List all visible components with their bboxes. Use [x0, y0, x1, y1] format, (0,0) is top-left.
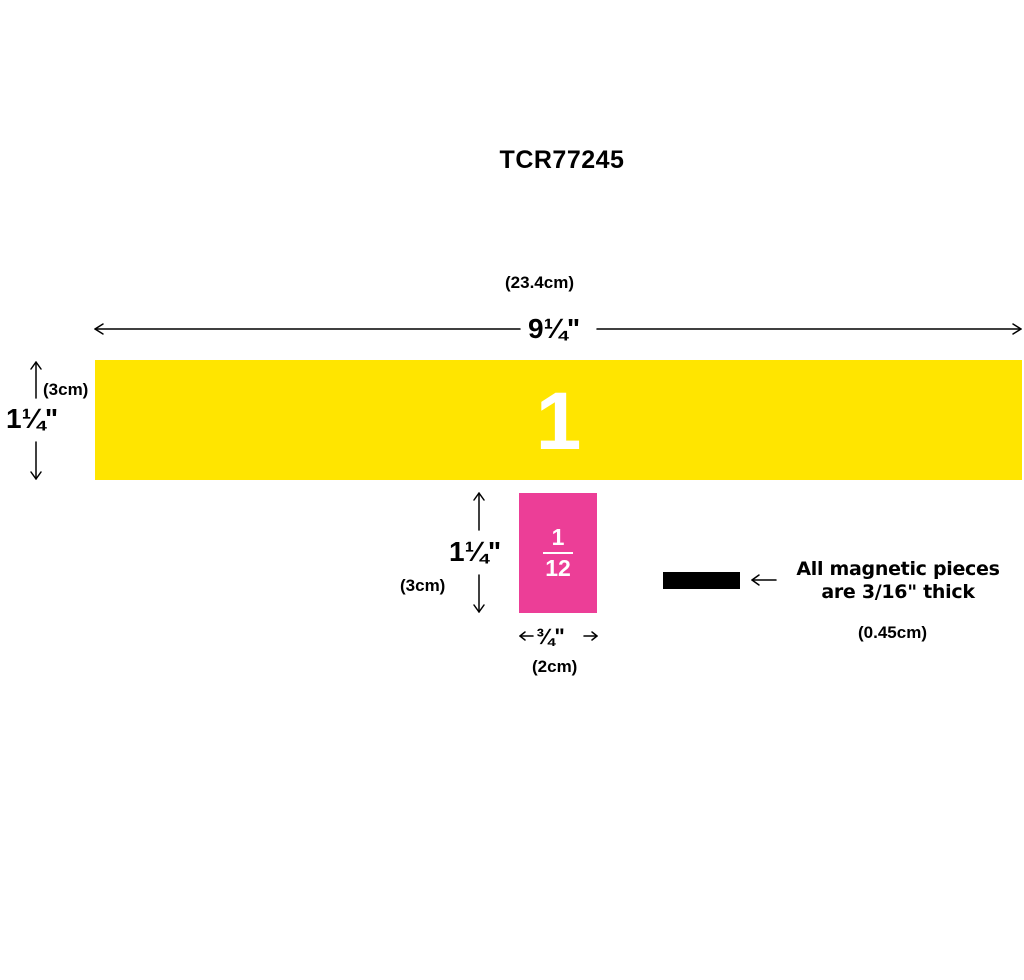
tile-width-inches: ¾": [536, 624, 565, 649]
thickness-cm: (0.45cm): [858, 623, 927, 642]
strip-height-inches: 1¼": [6, 403, 59, 434]
tile-width-cm: (2cm): [532, 657, 578, 676]
number-strip: 1: [95, 360, 1022, 480]
fraction-denominator: 12: [545, 555, 571, 581]
tile-height-arrowhead-top: [473, 492, 485, 501]
tile-width-arrowhead-left: [519, 631, 526, 641]
strip-length-cm: (23.4cm): [505, 273, 574, 292]
strip-height-cm: (3cm): [43, 380, 89, 399]
thickness-note: All magnetic pieces are 3/16" thick: [772, 558, 1024, 604]
tile-height-cm: (3cm): [400, 576, 446, 595]
thickness-sample-bar: [663, 572, 740, 589]
number-strip-label: 1: [535, 376, 582, 467]
thickness-note-line1: All magnetic pieces: [796, 558, 1000, 580]
tile-height-inches: 1¼": [449, 536, 502, 567]
tile-width-arrowhead-right: [591, 631, 598, 641]
length-arrowhead-right: [1012, 323, 1022, 335]
thickness-pointer-arrowhead: [751, 574, 760, 586]
length-arrowhead-left: [94, 323, 104, 335]
fraction-tile: 1 12: [519, 493, 597, 613]
fraction-numerator: 1: [551, 524, 565, 550]
strip-height-arrowhead-top: [30, 361, 42, 370]
product-code-title: TCR77245: [499, 146, 625, 174]
thickness-note-line2: are 3/16" thick: [821, 581, 975, 603]
fraction-bar: [543, 552, 573, 554]
tile-height-arrowhead-bottom: [473, 604, 485, 613]
strip-length-inches: 9¼": [528, 313, 581, 344]
strip-height-arrowhead-bottom: [30, 471, 42, 480]
